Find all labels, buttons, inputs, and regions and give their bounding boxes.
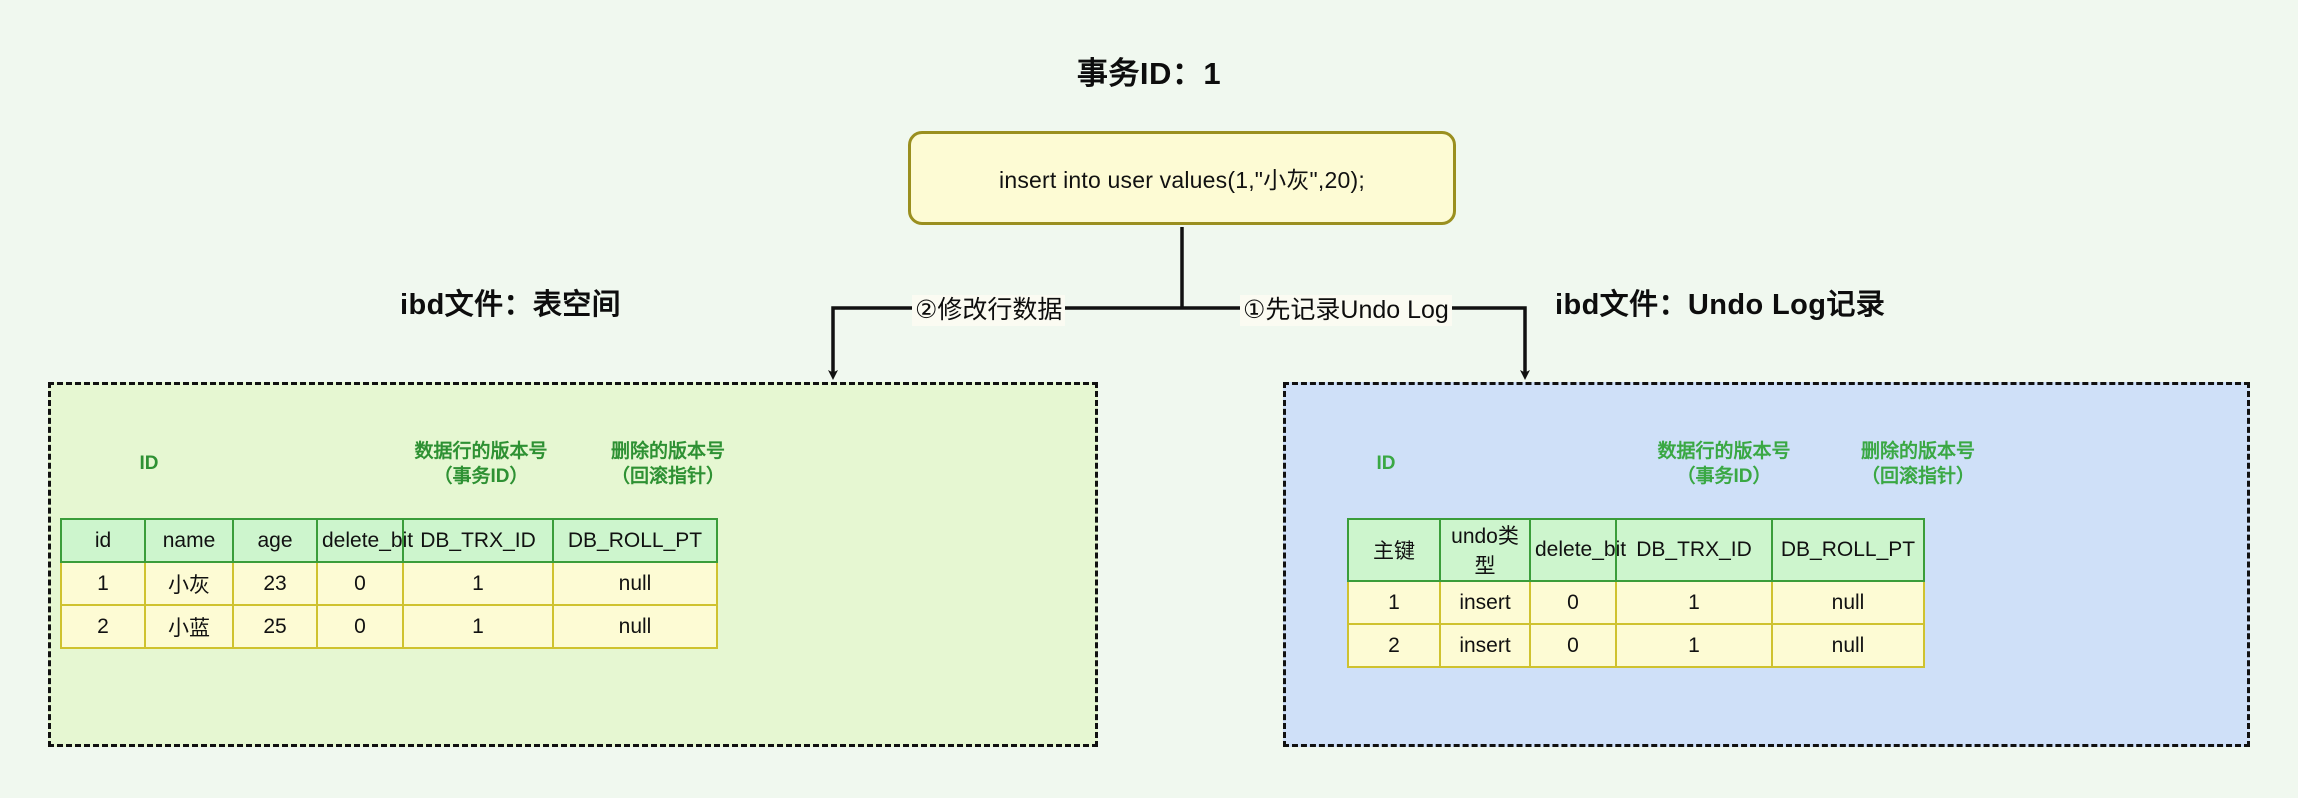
column-header-age: age: [232, 518, 318, 563]
table-row: 2 insert 0 1 null: [1347, 623, 1925, 668]
column-header-delete-bit: delete_bit: [1529, 518, 1626, 582]
column-header-id: id: [60, 518, 146, 563]
table-row: 1 小灰 23 0 1 null: [60, 561, 718, 606]
cell-db-trx-id: 1: [402, 561, 554, 606]
undolog-caption-row-version: 数据行的版本号 （事务ID）: [1604, 439, 1844, 489]
column-header-db-roll-pt: DB_ROLL_PT: [552, 518, 718, 563]
table-row: 1 insert 0 1 null: [1347, 580, 1925, 625]
cell-db-roll-pt: null: [552, 561, 718, 606]
undolog-caption-delete-version: 删除的版本号 （回滚指针）: [1798, 439, 2038, 489]
undolog-panel-heading: ibd文件：Undo Log记录: [1555, 289, 1886, 321]
undolog-caption-id: ID: [1326, 451, 1446, 476]
caption-line2: （回滚指针）: [610, 466, 725, 488]
table-row: 2 小蓝 25 0 1 null: [60, 604, 718, 649]
cell-primary-key: 1: [1347, 580, 1441, 625]
caption-line1: ID: [1376, 453, 1396, 474]
table-header-row: 主键 undo类型 delete_bit DB_TRX_ID DB_ROLL_P…: [1347, 518, 1925, 582]
cell-db-roll-pt: null: [1771, 623, 1925, 668]
cell-age: 23: [232, 561, 318, 606]
tablespace-panel-heading: ibd文件：表空间: [400, 289, 622, 321]
cell-db-trx-id: 1: [402, 604, 554, 649]
cell-name: 小灰: [144, 561, 234, 606]
column-header-db-trx-id: DB_TRX_ID: [402, 518, 554, 563]
column-header-undo-type: undo类型: [1439, 518, 1531, 582]
tablespace-caption-id: ID: [89, 451, 209, 476]
edge-label-modify-row-data: ②修改行数据: [912, 295, 1066, 326]
cell-undo-type: insert: [1439, 580, 1531, 625]
sql-statement-box[interactable]: insert into user values(1,"小灰",20);: [908, 131, 1456, 225]
column-header-db-trx-id: DB_TRX_ID: [1615, 518, 1773, 582]
tablespace-caption-delete-version: 删除的版本号 （回滚指针）: [548, 439, 788, 489]
column-header-primary-key: 主键: [1347, 518, 1441, 582]
cell-db-roll-pt: null: [1771, 580, 1925, 625]
caption-line1: 数据行的版本号: [414, 441, 548, 462]
cell-delete-bit: 0: [1529, 623, 1617, 668]
undolog-data-table: 主键 undo类型 delete_bit DB_TRX_ID DB_ROLL_P…: [1347, 518, 1925, 668]
cell-undo-type: insert: [1439, 623, 1531, 668]
cell-id: 2: [60, 604, 146, 649]
caption-line2: （事务ID）: [1676, 466, 1772, 488]
caption-line1: 删除的版本号: [1860, 441, 1975, 462]
table-header-row: id name age delete_bit DB_TRX_ID DB_ROLL…: [60, 518, 718, 563]
caption-line2: （事务ID）: [433, 466, 529, 488]
cell-delete-bit: 0: [316, 561, 404, 606]
transaction-id-title: 事务ID：1: [1076, 56, 1222, 91]
cell-primary-key: 2: [1347, 623, 1441, 668]
cell-db-roll-pt: null: [552, 604, 718, 649]
cell-id: 1: [60, 561, 146, 606]
cell-db-trx-id: 1: [1615, 623, 1773, 668]
column-header-delete-bit: delete_bit: [316, 518, 413, 563]
caption-line1: 删除的版本号: [610, 441, 725, 462]
sql-statement-text: insert into user values(1,"小灰",20);: [999, 167, 1365, 193]
tablespace-caption-row-version: 数据行的版本号 （事务ID）: [361, 439, 601, 489]
caption-line2: （回滚指针）: [1860, 466, 1975, 488]
cell-delete-bit: 0: [1529, 580, 1617, 625]
caption-line1: ID: [139, 453, 159, 474]
cell-delete-bit: 0: [316, 604, 404, 649]
edge-label-record-undo-log: ①先记录Undo Log: [1240, 295, 1452, 326]
column-header-db-roll-pt: DB_ROLL_PT: [1771, 518, 1925, 582]
cell-age: 25: [232, 604, 318, 649]
cell-name: 小蓝: [144, 604, 234, 649]
cell-db-trx-id: 1: [1615, 580, 1773, 625]
caption-line1: 数据行的版本号: [1657, 441, 1791, 462]
tablespace-data-table: id name age delete_bit DB_TRX_ID DB_ROLL…: [60, 518, 718, 649]
column-header-name: name: [144, 518, 234, 563]
